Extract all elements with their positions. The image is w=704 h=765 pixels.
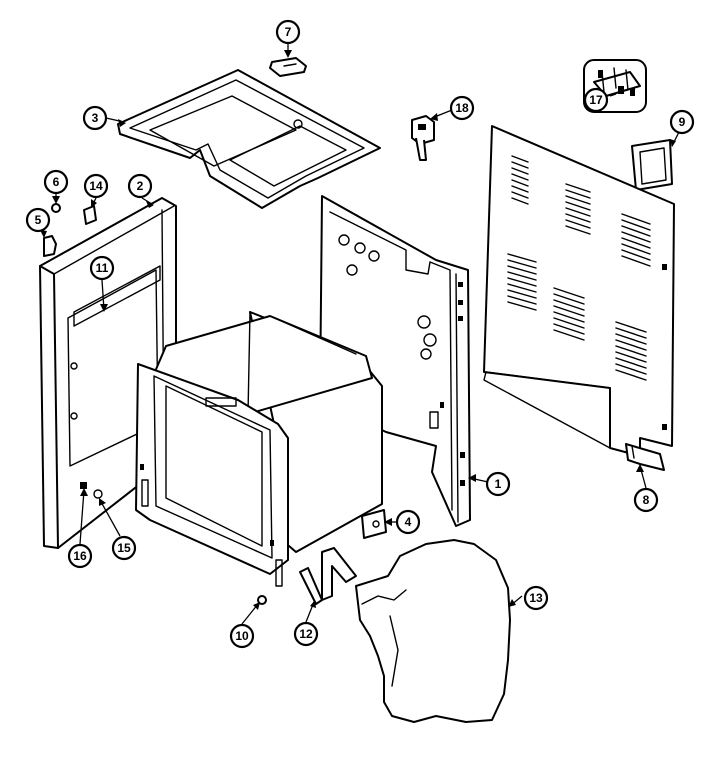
callout-8-label: 8 <box>643 493 650 507</box>
callout-16-label: 16 <box>73 549 87 563</box>
callout-2-label: 2 <box>137 179 144 193</box>
callout-6-label: 6 <box>53 175 60 189</box>
part-18-bracket <box>411 115 435 161</box>
callout-1-label: 1 <box>495 477 502 491</box>
leader-arrows <box>40 50 676 610</box>
part-9-vent-plate <box>631 139 673 191</box>
part-6-screw <box>51 203 61 213</box>
callout-6: 6 <box>43 169 69 195</box>
callout-9-label: 9 <box>679 115 686 129</box>
callout-7-label: 7 <box>285 25 292 39</box>
callout-15-label: 15 <box>117 541 131 555</box>
callout-13-label: 13 <box>529 591 543 605</box>
callout-1: 1 <box>485 471 511 497</box>
callout-2: 2 <box>127 173 153 199</box>
callout-13: 13 <box>523 585 549 611</box>
callout-17: 17 <box>583 87 609 113</box>
callout-4: 4 <box>395 509 421 535</box>
callout-17-label: 17 <box>589 93 603 107</box>
part-4-block <box>361 509 387 539</box>
oven-front-frame <box>135 363 289 587</box>
callout-14: 14 <box>83 173 109 199</box>
part-7-cap <box>269 57 307 77</box>
callout-12-label: 12 <box>299 627 313 641</box>
part-12-hinge <box>299 547 357 605</box>
part-3-top-panel <box>117 69 381 209</box>
callout-11-label: 11 <box>96 261 109 275</box>
callout-5-label: 5 <box>35 213 42 227</box>
part-8-bracket <box>625 443 665 471</box>
callout-4-label: 4 <box>405 515 412 529</box>
callout-5: 5 <box>25 207 51 233</box>
callout-12: 12 <box>293 621 319 647</box>
back-panel <box>483 125 675 457</box>
callout-8: 8 <box>633 487 659 513</box>
callout-18-label: 18 <box>455 101 469 115</box>
callout-7: 7 <box>275 19 301 45</box>
part-14-clip <box>83 205 97 225</box>
callout-15: 15 <box>111 535 137 561</box>
callout-11: 11 <box>89 255 115 281</box>
callout-14-label: 14 <box>89 179 103 193</box>
callout-18: 18 <box>449 95 475 121</box>
callout-3: 3 <box>82 105 108 131</box>
callout-9: 9 <box>669 109 695 135</box>
part-11-insulation <box>73 265 161 327</box>
back-panel-vents <box>507 155 651 381</box>
part-13-insulation-blanket <box>355 539 511 723</box>
part-5-clip <box>43 235 57 257</box>
callout-10-label: 10 <box>235 629 249 643</box>
callout-16: 16 <box>67 543 93 569</box>
callout-10: 10 <box>229 623 255 649</box>
callout-3-label: 3 <box>92 111 99 125</box>
